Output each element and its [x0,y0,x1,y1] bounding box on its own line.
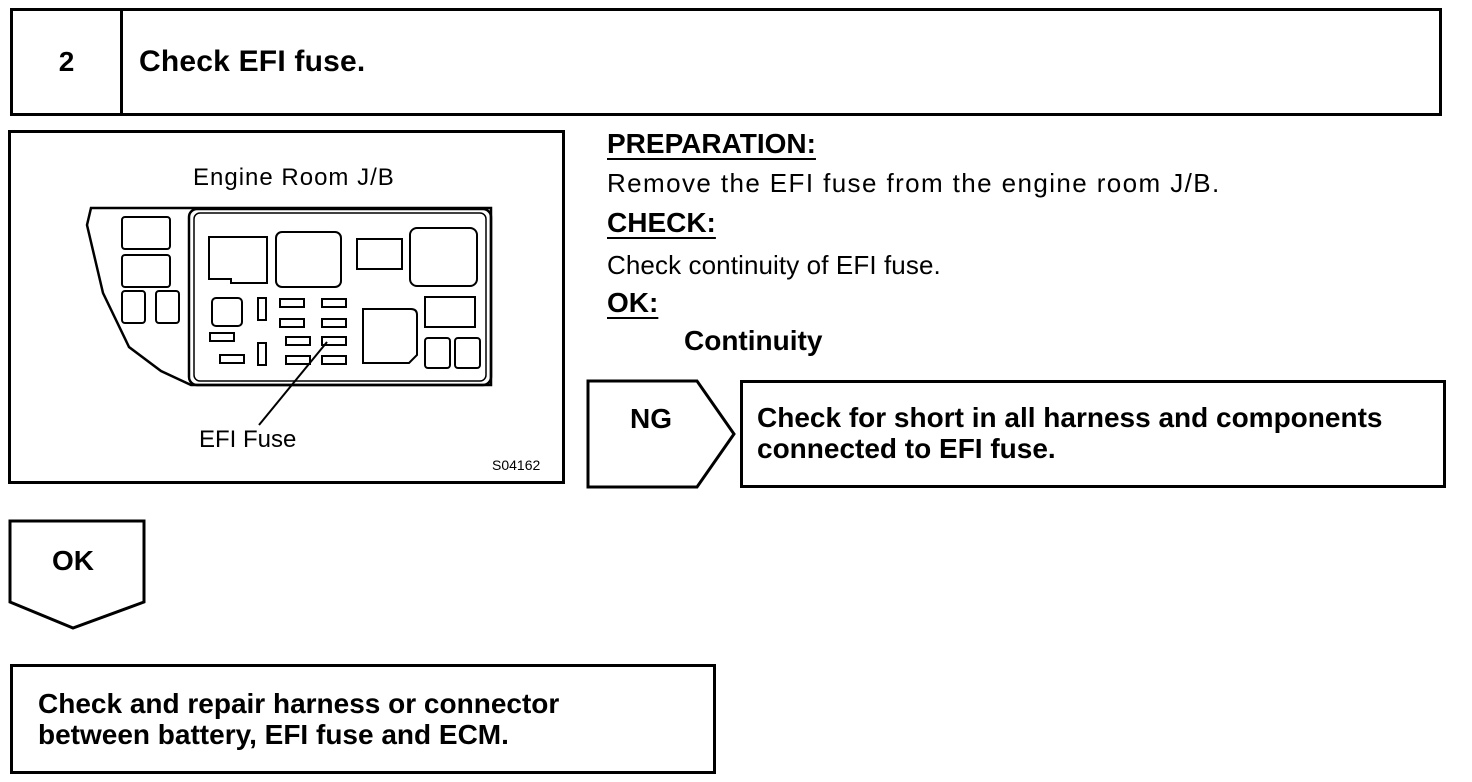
relay [155,290,180,324]
fuse [285,355,311,365]
figure-code: S04162 [492,457,540,473]
check-label: CHECK: [607,207,716,238]
ok-result-line: Check and repair harness or connector [38,688,560,719]
ok-arrow-tag [8,519,146,630]
fuse [285,336,311,346]
fuse [279,298,305,308]
relay [275,231,342,288]
junction-block-diagram: Engine Room J/B EFI F [85,164,540,473]
relay [409,227,478,287]
ng-result-line: connected to EFI fuse. [757,433,1056,464]
fuse [321,298,347,308]
preparation-text: Remove the EFI fuse from the engine room… [607,168,1221,198]
fuse [279,318,305,328]
fuse [257,297,267,321]
ok-result-box [10,664,716,774]
relay [454,337,481,369]
ng-tag: NG [630,403,672,434]
fuse [211,297,243,327]
efi-fuse-callout: EFI Fuse [199,426,296,453]
preparation-label: PREPARATION: [607,128,816,159]
figure-title: Engine Room J/B [193,164,395,191]
jb-inner-panel-edge [193,212,487,382]
check-text: Check continuity of EFI fuse. [607,250,941,280]
fuse [321,318,347,328]
ok-label: OK: [607,287,659,318]
ng-result-text: Check for short in all harness and compo… [757,402,1382,464]
relay [356,238,403,270]
fuse [257,342,267,366]
step-title: Check EFI fuse. [139,45,366,78]
fuse [209,332,235,342]
ok-value: Continuity [684,325,823,356]
relay [121,254,171,288]
step-number: 2 [13,11,123,113]
fuse [219,354,245,364]
relay [424,337,451,369]
fuse-box-illustration: Engine Room J/B EFI F [8,130,565,484]
ok-tag: OK [52,545,94,576]
jb-inner-panel [187,207,493,387]
efi-fuse [321,336,347,346]
relay [208,236,268,284]
relay [362,308,418,364]
ng-result-line: Check for short in all harness and compo… [757,402,1383,433]
efi-fuse-leader-line [258,341,328,426]
ok-result-text: Check and repair harness or connector be… [38,688,559,750]
ng-arrow-tag [586,379,736,489]
relay [121,216,171,250]
relay [121,290,146,324]
ok-result-line: between battery, EFI fuse and ECM. [38,719,509,750]
relay [424,296,476,328]
ng-result-box [740,380,1446,488]
step-header: 2 Check EFI fuse. [10,8,1442,116]
fuse [321,355,347,365]
